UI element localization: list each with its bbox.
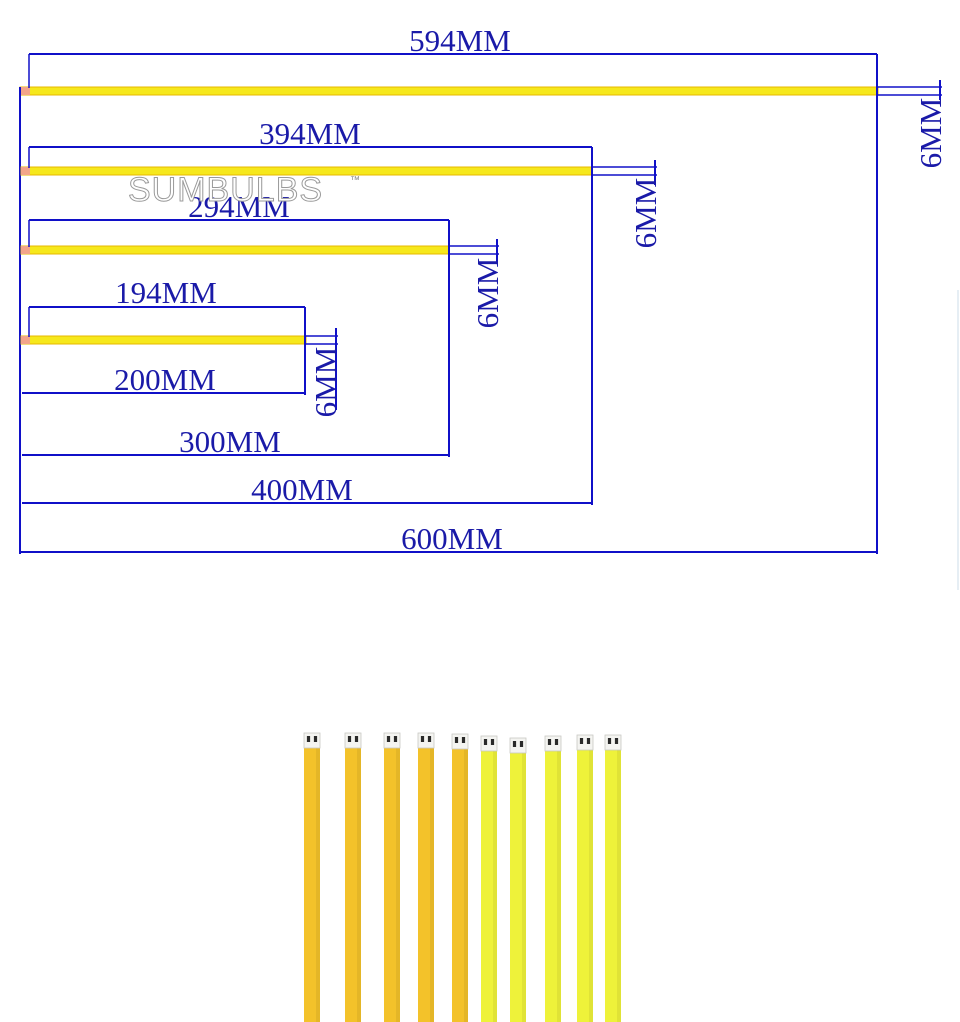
- solder-pad-icon: [454, 737, 459, 743]
- photo-led-strip: [303, 732, 321, 1022]
- solder-pad-icon: [607, 738, 612, 744]
- solder-pad-icon: [461, 737, 466, 743]
- label-394mm: 394MM: [259, 116, 361, 151]
- label-6mm: 6MM: [628, 178, 663, 249]
- label-594mm: 594MM: [409, 23, 511, 58]
- phosphor-body: [304, 747, 320, 1022]
- photo-led-strip: [383, 732, 401, 1022]
- strip-shading: [589, 749, 593, 1022]
- strip-endcap-icon: [20, 87, 30, 95]
- phosphor-body: [605, 749, 621, 1022]
- label-600mm: 600MM: [401, 521, 503, 556]
- label-400mm: 400MM: [251, 472, 353, 507]
- strip-shading: [396, 747, 400, 1022]
- photo-led-strip: [344, 732, 362, 1022]
- led-strip-200mm: [20, 335, 307, 345]
- solder-pad-icon: [306, 736, 311, 742]
- strip-endcap-icon: [604, 734, 622, 751]
- strip-endcap-icon: [417, 732, 435, 749]
- solder-pad-icon: [547, 739, 552, 745]
- solder-pad-icon: [427, 736, 432, 742]
- strip-shading: [493, 750, 497, 1022]
- solder-pad-icon: [490, 739, 495, 745]
- watermark-brand: SUMBULBS: [128, 171, 323, 209]
- label-200mm: 200MM: [114, 362, 216, 397]
- strip-300mm-group: 294MM 300MM 6MM: [20, 189, 505, 459]
- strip-shading: [316, 747, 320, 1022]
- phosphor-body: [452, 748, 468, 1022]
- label-6mm: 6MM: [308, 347, 343, 418]
- led-strip-600mm: [19, 86, 879, 96]
- strip-200mm-group: 194MM 200MM 6MM: [20, 275, 343, 418]
- label-194mm: 194MM: [115, 275, 217, 310]
- strip-shading: [617, 749, 621, 1022]
- solder-pad-icon: [420, 736, 425, 742]
- strip-shading: [357, 747, 361, 1022]
- photo-led-strip: [604, 734, 622, 1022]
- solder-pad-icon: [386, 736, 391, 742]
- led-strip-photo: [303, 732, 622, 1022]
- photo-led-strip: [480, 735, 498, 1022]
- strip-endcap-icon: [344, 732, 362, 749]
- photo-led-strip: [509, 737, 527, 1022]
- solder-pad-icon: [347, 736, 352, 742]
- strip-endcap-icon: [509, 737, 527, 754]
- phosphor-body: [418, 747, 434, 1022]
- photo-led-strip: [576, 734, 594, 1022]
- photo-led-strip: [417, 732, 435, 1022]
- solder-pad-icon: [483, 739, 488, 745]
- watermark-trademark: ™: [350, 175, 360, 186]
- strip-endcap-icon: [21, 336, 30, 344]
- solder-pad-icon: [393, 736, 398, 742]
- phosphor-body: [577, 749, 593, 1022]
- strip-shading: [430, 747, 434, 1022]
- solder-pad-icon: [554, 739, 559, 745]
- phosphor-body: [384, 747, 400, 1022]
- strip-endcap-icon: [480, 735, 498, 752]
- strip-600mm-group: 594MM 600MM 6MM: [19, 23, 948, 556]
- photo-led-strip: [451, 733, 469, 1022]
- led-strip-300mm: [20, 245, 450, 255]
- phosphor-body: [545, 750, 561, 1022]
- strip-endcap-icon: [576, 734, 594, 751]
- photo-led-strip: [544, 735, 562, 1022]
- solder-pad-icon: [512, 741, 517, 747]
- strip-endcap-icon: [383, 732, 401, 749]
- strip-endcap-icon: [544, 735, 562, 752]
- strip-endcap-icon: [21, 246, 30, 254]
- strip-shading: [557, 750, 561, 1022]
- strip-shading: [464, 748, 468, 1022]
- solder-pad-icon: [586, 738, 591, 744]
- watermark: SUMBULBS ™: [128, 171, 361, 210]
- phosphor-body: [345, 747, 361, 1022]
- phosphor-body: [510, 752, 526, 1022]
- solder-pad-icon: [579, 738, 584, 744]
- solder-pad-icon: [519, 741, 524, 747]
- phosphor-body: [481, 750, 497, 1022]
- strip-endcap-icon: [21, 167, 30, 175]
- strip-endcap-icon: [451, 733, 469, 750]
- label-6mm: 6MM: [913, 98, 948, 169]
- label-300mm: 300MM: [179, 424, 281, 459]
- solder-pad-icon: [313, 736, 318, 742]
- strip-400mm-group: 394MM 400MM 6MM: [20, 116, 663, 507]
- strip-endcap-icon: [303, 732, 321, 749]
- solder-pad-icon: [354, 736, 359, 742]
- label-6mm: 6MM: [470, 258, 505, 329]
- label-294mm: 294MM: [188, 189, 290, 224]
- strip-shading: [522, 752, 526, 1022]
- solder-pad-icon: [614, 738, 619, 744]
